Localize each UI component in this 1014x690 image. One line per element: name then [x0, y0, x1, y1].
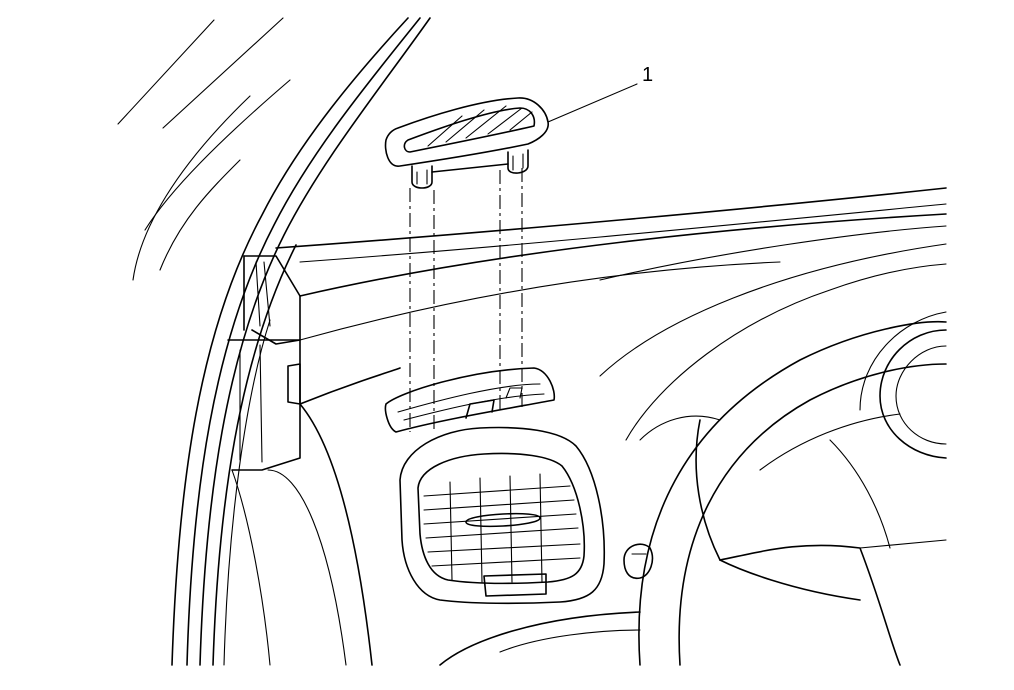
vent-grille-component-1 [384, 97, 549, 189]
dash-contour [231, 403, 641, 666]
side-air-vent [399, 426, 606, 605]
steering-wheel [599, 243, 947, 666]
a-pillar [171, 17, 431, 666]
steering-column-shroud [639, 415, 891, 561]
dash-vent-opening [384, 367, 556, 433]
callout-leader-line [547, 83, 638, 123]
windshield-reflection-lines [117, 17, 291, 281]
dash-top-lines [275, 187, 947, 405]
instrument-gauge [859, 311, 947, 459]
callout-number-1: 1 [642, 64, 654, 86]
pillar-trim-bracket [227, 255, 301, 471]
